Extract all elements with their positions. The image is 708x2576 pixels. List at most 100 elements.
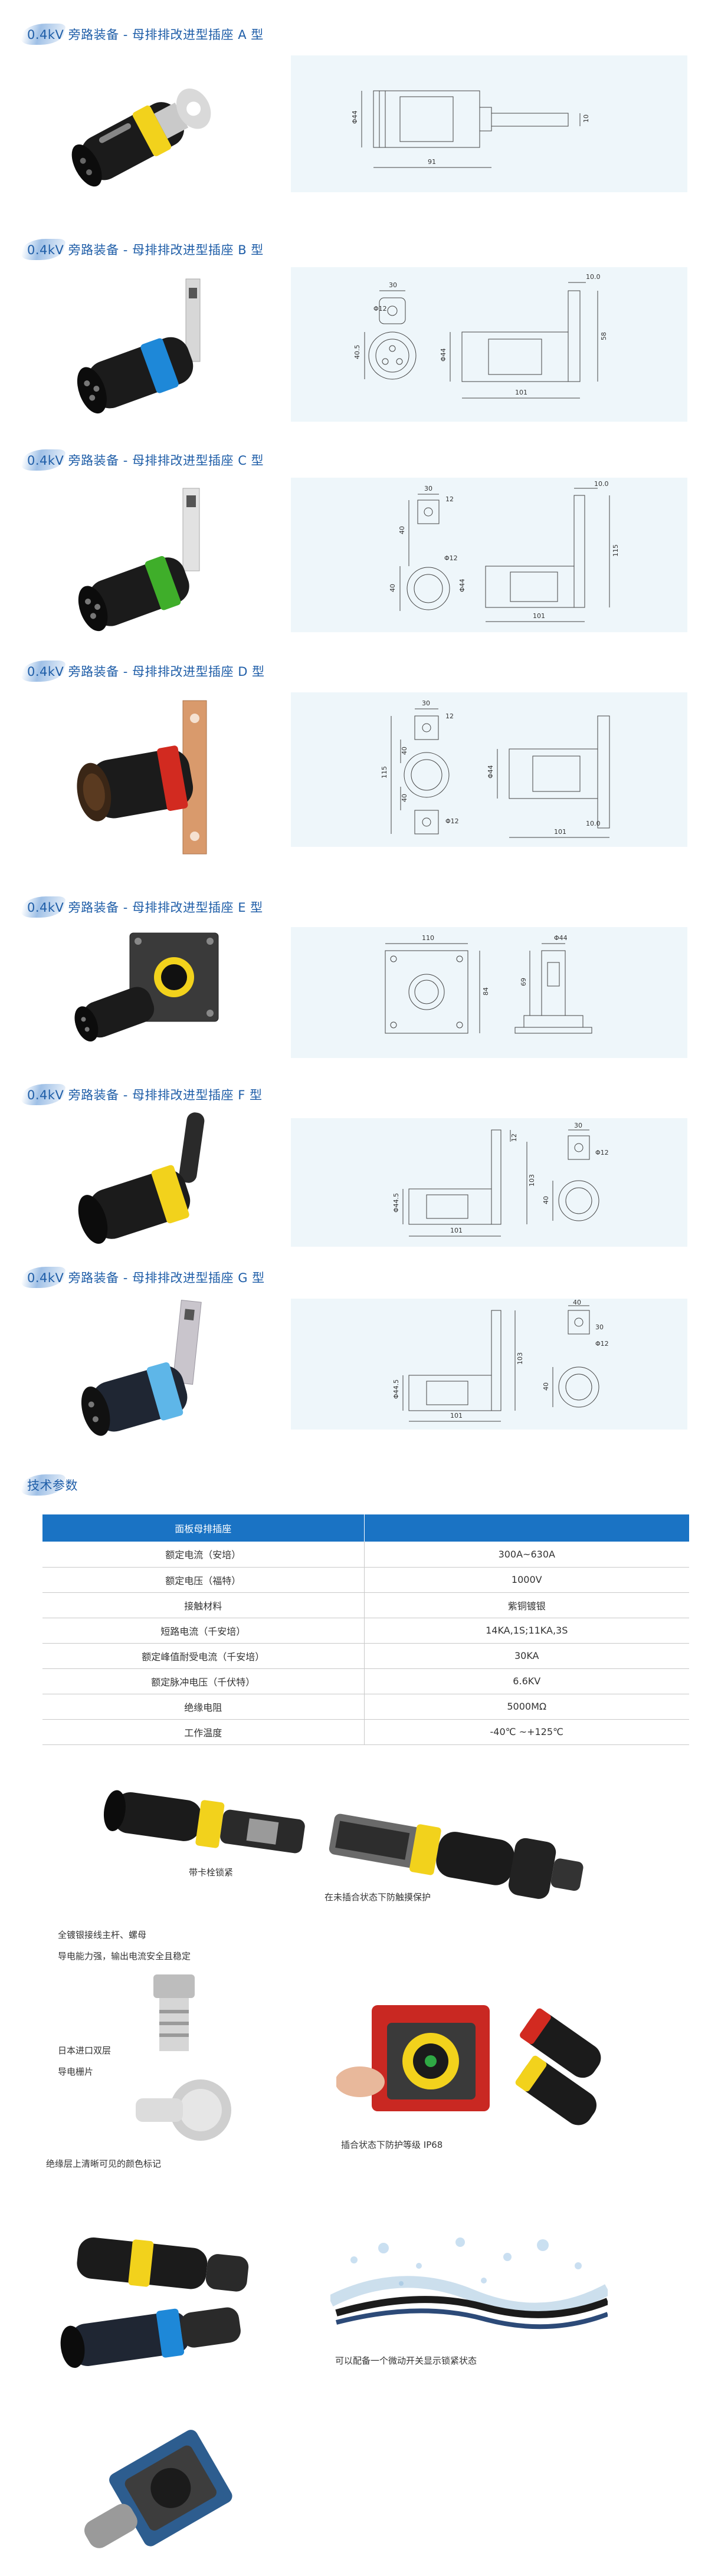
- drawing-b: 30 Φ12 40.5 Φ44 101 10.0 58: [291, 267, 687, 422]
- table-row: 额定电压（福特）1000V: [42, 1567, 689, 1593]
- section-c-title-text: 0.4kV 旁路装备 - 母排排改进型插座 C 型: [27, 454, 264, 468]
- svg-text:103: 103: [516, 1352, 524, 1365]
- caption-touch-protect: 在未插合状态下防触摸保护: [324, 1892, 431, 1903]
- spec-table-wrap: 面板母排插座 额定电流（安培）300A~630A 额定电压（福特）1000V 接…: [42, 1514, 689, 1745]
- spec-value: 6.6KV: [364, 1668, 689, 1694]
- section-d-title-text: 0.4kV 旁路装备 - 母排排改进型插座 D 型: [27, 665, 265, 679]
- section-g-title: 0.4kV 旁路装备 - 母排排改进型插座 G 型: [19, 1266, 265, 1289]
- svg-text:110: 110: [422, 934, 434, 942]
- drawing-f: Φ44.5 101 12 103 30 Φ12 40: [291, 1118, 687, 1247]
- section-f-title-text: 0.4kV 旁路装备 - 母排排改进型插座 F 型: [27, 1088, 263, 1102]
- drawing-d: 30 12 115 40 40 Φ12 Φ44 101 10.0: [291, 692, 687, 847]
- spec-section-title-text: 技术参数: [27, 1478, 78, 1493]
- spec-value: 300A~630A: [364, 1542, 689, 1568]
- caption-feature-3: 日本进口双层: [58, 2045, 112, 2056]
- svg-text:Φ12: Φ12: [595, 1149, 609, 1156]
- spec-value: 5000MΩ: [364, 1694, 689, 1720]
- color-ring-d: [157, 745, 188, 811]
- drawing-e: 110 84 Φ44 69: [291, 927, 687, 1058]
- product-photo-d: [35, 683, 254, 872]
- spec-label: 接触材料: [42, 1592, 365, 1618]
- section-a-title-text: 0.4kV 旁路装备 - 母排排改进型插座 A 型: [27, 28, 264, 42]
- svg-text:40: 40: [542, 1196, 550, 1204]
- svg-text:84: 84: [482, 987, 490, 995]
- color-ring-a: [132, 105, 172, 156]
- spec-value: -40℃ ~+125℃: [364, 1719, 689, 1745]
- spec-table: 面板母排插座 额定电流（安培）300A~630A 额定电压（福特）1000V 接…: [42, 1514, 689, 1745]
- section-e-title-text: 0.4kV 旁路装备 - 母排排改进型插座 E 型: [27, 901, 263, 915]
- spec-label: 绝缘电阻: [42, 1694, 365, 1720]
- table-row: 额定脉冲电压（千伏特）6.6KV: [42, 1668, 689, 1694]
- product-photo-a: [35, 55, 254, 197]
- plug-socket-photo: [100, 1775, 596, 1911]
- svg-text:Φ44.5: Φ44.5: [392, 1193, 400, 1213]
- svg-text:Φ44.5: Φ44.5: [392, 1379, 400, 1399]
- svg-text:Φ12: Φ12: [445, 817, 459, 825]
- color-ring-f: [151, 1165, 189, 1224]
- svg-text:30: 30: [574, 1122, 582, 1129]
- section-g-title-text: 0.4kV 旁路装备 - 母排排改进型插座 G 型: [27, 1271, 265, 1285]
- product-photo-g: [35, 1289, 254, 1443]
- svg-text:40: 40: [401, 794, 408, 802]
- color-ring-b: [140, 338, 179, 393]
- svg-text:10.0: 10.0: [586, 820, 601, 827]
- svg-text:101: 101: [450, 1412, 463, 1420]
- table-row: 工作温度-40℃ ~+125℃: [42, 1719, 689, 1745]
- svg-text:103: 103: [528, 1174, 536, 1187]
- product-photo-b: [35, 261, 254, 432]
- svg-text:40.5: 40.5: [353, 345, 361, 360]
- section-f-title: 0.4kV 旁路装备 - 母排排改进型插座 F 型: [19, 1083, 263, 1106]
- svg-text:12: 12: [445, 495, 454, 503]
- spec-label: 短路电流（千安培）: [42, 1618, 365, 1644]
- svg-text:30: 30: [389, 281, 397, 289]
- svg-text:12: 12: [510, 1133, 518, 1142]
- svg-text:40: 40: [398, 526, 406, 534]
- svg-text:40: 40: [573, 1299, 581, 1306]
- svg-text:Φ44: Φ44: [440, 348, 447, 362]
- ip68-photo: [335, 2005, 631, 2129]
- svg-text:101: 101: [533, 612, 545, 620]
- svg-text:101: 101: [554, 828, 566, 836]
- caption-feature-1: 全镀银接线主杆、螺母: [58, 1930, 147, 1940]
- caption-color-mark: 绝缘层上清晰可见的颜色标记: [46, 2158, 162, 2169]
- table-row: 额定峰值耐受电流（千安培）30KA: [42, 1643, 689, 1669]
- svg-text:101: 101: [515, 389, 527, 396]
- svg-text:30: 30: [595, 1323, 604, 1331]
- caption-feature-2: 导电能力强，输出电流安全且稳定: [58, 1951, 191, 1961]
- spec-value: 14KA,1S;11KA,3S: [364, 1618, 689, 1644]
- color-ring-g: [146, 1362, 183, 1421]
- drawing-a: Φ44 91 10: [291, 55, 687, 192]
- spec-table-header-blank: [364, 1514, 689, 1542]
- svg-text:40: 40: [542, 1382, 550, 1391]
- svg-text:30: 30: [424, 485, 432, 492]
- svg-text:40: 40: [401, 747, 408, 755]
- water-splash-photo: [327, 2225, 611, 2342]
- section-b-title: 0.4kV 旁路装备 - 母排排改进型插座 B 型: [19, 238, 264, 261]
- svg-text:115: 115: [612, 544, 620, 557]
- svg-text:Φ12: Φ12: [373, 305, 387, 313]
- caption-ip68: 插合状态下防护等级 IP68: [341, 2140, 443, 2150]
- spec-section-title: 技术参数: [19, 1473, 78, 1497]
- svg-text:10: 10: [582, 114, 590, 123]
- section-d-title: 0.4kV 旁路装备 - 母排排改进型插座 D 型: [19, 659, 265, 683]
- spec-label: 额定脉冲电压（千伏特）: [42, 1668, 365, 1694]
- spec-table-header: 面板母排插座: [42, 1514, 365, 1542]
- color-ring-c: [145, 556, 181, 610]
- table-row: 接触材料紫铜镀银: [42, 1592, 689, 1618]
- svg-text:Φ44: Φ44: [487, 765, 494, 778]
- spec-label: 工作温度: [42, 1719, 365, 1745]
- svg-text:101: 101: [450, 1227, 463, 1234]
- svg-text:12: 12: [445, 712, 454, 720]
- svg-text:Φ44: Φ44: [351, 110, 359, 124]
- section-e-title: 0.4kV 旁路装备 - 母排排改进型插座 E 型: [19, 895, 263, 919]
- section-c-title: 0.4kV 旁路装备 - 母排排改进型插座 C 型: [19, 448, 264, 472]
- svg-text:91: 91: [428, 158, 436, 166]
- caption-snap-lock: 带卡栓锁紧: [189, 1867, 234, 1878]
- svg-text:69: 69: [520, 978, 527, 986]
- svg-text:115: 115: [381, 766, 388, 778]
- terminal-photo: [118, 1974, 236, 2151]
- svg-text:10.0: 10.0: [594, 480, 609, 488]
- svg-text:Φ12: Φ12: [444, 554, 458, 562]
- caption-feature-4: 导电栅片: [58, 2066, 94, 2077]
